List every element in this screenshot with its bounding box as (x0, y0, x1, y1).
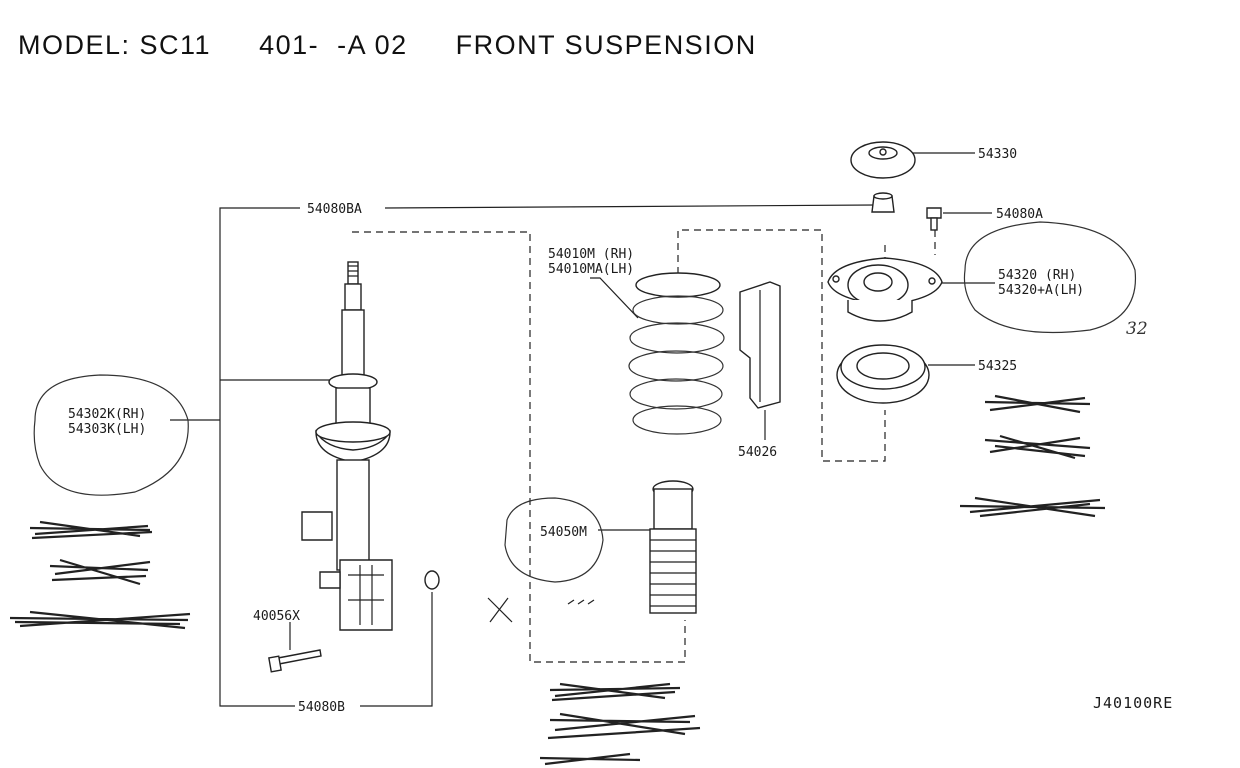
mount-bearing (836, 344, 930, 404)
strut-nut (871, 192, 895, 213)
model-label: MODEL: SC11 (18, 30, 212, 60)
section-name: FRONT SUSPENSION (455, 30, 757, 60)
label-54050m: 54050M (540, 525, 587, 540)
strut-mount (827, 257, 943, 322)
label-54325: 54325 (978, 359, 1017, 374)
label-54320-rh: 54320 (RH) (998, 268, 1076, 283)
top-insulator (850, 141, 916, 179)
redaction-scribbles (9, 394, 1106, 766)
handwritten-note: 32 (1126, 319, 1148, 339)
page-title: MODEL: SC11 401- -A 02 FRONT SUSPENSION (18, 30, 805, 61)
hand-drawn-circles (33, 221, 1137, 583)
label-54080a: 54080A (996, 207, 1043, 222)
bound-bumper (739, 281, 781, 409)
diagram-code: J40100RE (1093, 694, 1173, 712)
mount-bolt (926, 207, 942, 231)
label-54010ma-lh: 54010MA(LH) (548, 262, 634, 277)
label-54010m-rh: 54010M (RH) (548, 247, 634, 262)
label-54302k-rh: 54302K(RH) (68, 407, 146, 422)
part-labels: 54330 54080A 54080BA 54320 (RH) 54320+A(… (68, 147, 1173, 715)
label-54080b: 54080B (298, 700, 345, 715)
label-40056x: 40056X (253, 609, 300, 624)
label-54026: 54026 (738, 445, 777, 460)
dust-boot (649, 480, 697, 614)
strut-assembly (268, 261, 440, 673)
label-54330: 54330 (978, 147, 1017, 162)
label-54303k-lh: 54303K(LH) (68, 422, 146, 437)
label-54080ba: 54080BA (307, 202, 362, 217)
label-54320-lh: 54320+A(LH) (998, 283, 1084, 298)
leader-lines (170, 152, 995, 707)
coil-spring (628, 272, 725, 435)
section-code: 401- -A 02 (259, 30, 408, 60)
